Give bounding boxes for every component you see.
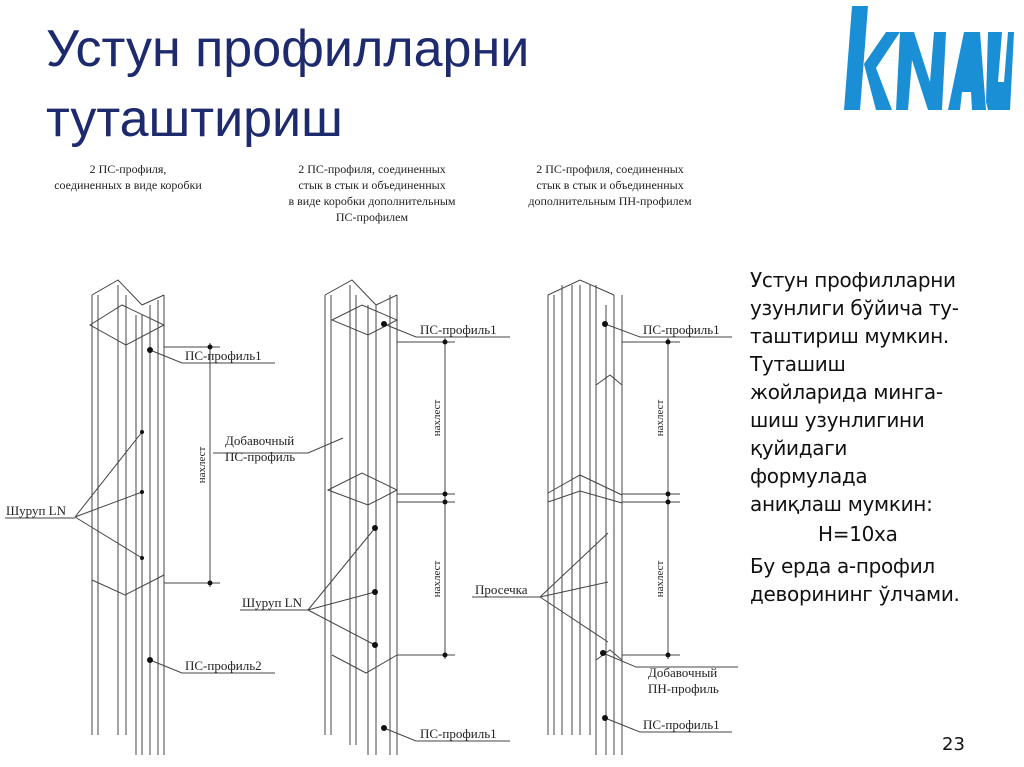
text-line: аниқлаш мумкин: (750, 492, 933, 516)
label-ps-profile-1: ПС-профиль1 (420, 322, 497, 337)
label-ps-profile-1: ПС-профиль1 (643, 322, 720, 337)
description-text: Устун профилларни узунлиги бўйича ту- та… (750, 266, 1022, 608)
slide-title: Устун профилларни туташтириш (46, 14, 529, 154)
formula: H=10xa (818, 522, 898, 546)
caption-2: стык в стык и объединенных (298, 178, 445, 192)
column-1 (89, 279, 220, 755)
label-extra-ps: Добавочный (225, 433, 294, 448)
caption-3: стык в стык и объединенных (536, 178, 683, 192)
label-overlap: нахлест (196, 447, 208, 484)
text-line: формулада (750, 464, 868, 488)
text-line: жойларида минга- (750, 380, 943, 404)
label-overlap: нахлест (654, 561, 666, 598)
label-extra-pn: Добавочный (648, 665, 717, 680)
caption-2: в виде коробки дополнительным (288, 194, 455, 208)
label-extra-ps: ПС-профиль (225, 449, 295, 464)
page-number: 23 (942, 734, 965, 755)
text-line: узунлиги бўйича ту- (750, 296, 959, 320)
profile-joint-diagram: 2 ПС-профиля, соединенных в виде коробки… (5, 162, 738, 755)
label-overlap: нахлест (654, 400, 666, 437)
label-notch: Просечка (475, 582, 528, 597)
title-line: туташтириш (46, 90, 343, 148)
label-ps-profile-2: ПС-профиль2 (185, 658, 262, 673)
text-line: шиш узунлигини (750, 408, 925, 432)
label-extra-pn: ПН-профиль (648, 681, 719, 696)
knauf-logo (844, 6, 1014, 110)
label-ps-profile-1: ПС-профиль1 (643, 717, 720, 732)
caption-2: ПС-профилем (336, 210, 409, 224)
text-line: Туташиш (750, 352, 846, 376)
label-ps-profile-1: ПС-профиль1 (420, 726, 497, 741)
column-3 (547, 279, 680, 755)
text-line: Бу ерда а-профил (750, 554, 935, 578)
text-line: Устун профилларни (750, 268, 956, 292)
label-overlap: нахлест (431, 561, 443, 598)
label-screw: Шуруп LN (242, 595, 303, 610)
text-line: қуйидаги (750, 436, 848, 460)
label-ps-profile-1: ПС-профиль1 (185, 348, 262, 363)
caption-3: 2 ПС-профиля, соединенных (536, 162, 684, 176)
label-screw: Шуруп LN (6, 503, 67, 518)
column-2 (324, 279, 455, 755)
title-line: Устун профилларни (46, 20, 530, 78)
caption-2: 2 ПС-профиля, соединенных (298, 162, 446, 176)
caption-1: соединенных в виде коробки (54, 178, 202, 192)
text-line: таштириш мумкин. (750, 324, 949, 348)
label-overlap: нахлест (431, 400, 443, 437)
text-line: деворининг ўлчами. (750, 582, 960, 606)
caption-1: 2 ПС-профиля, (90, 162, 167, 176)
caption-3: дополнительным ПН-профилем (528, 194, 692, 208)
